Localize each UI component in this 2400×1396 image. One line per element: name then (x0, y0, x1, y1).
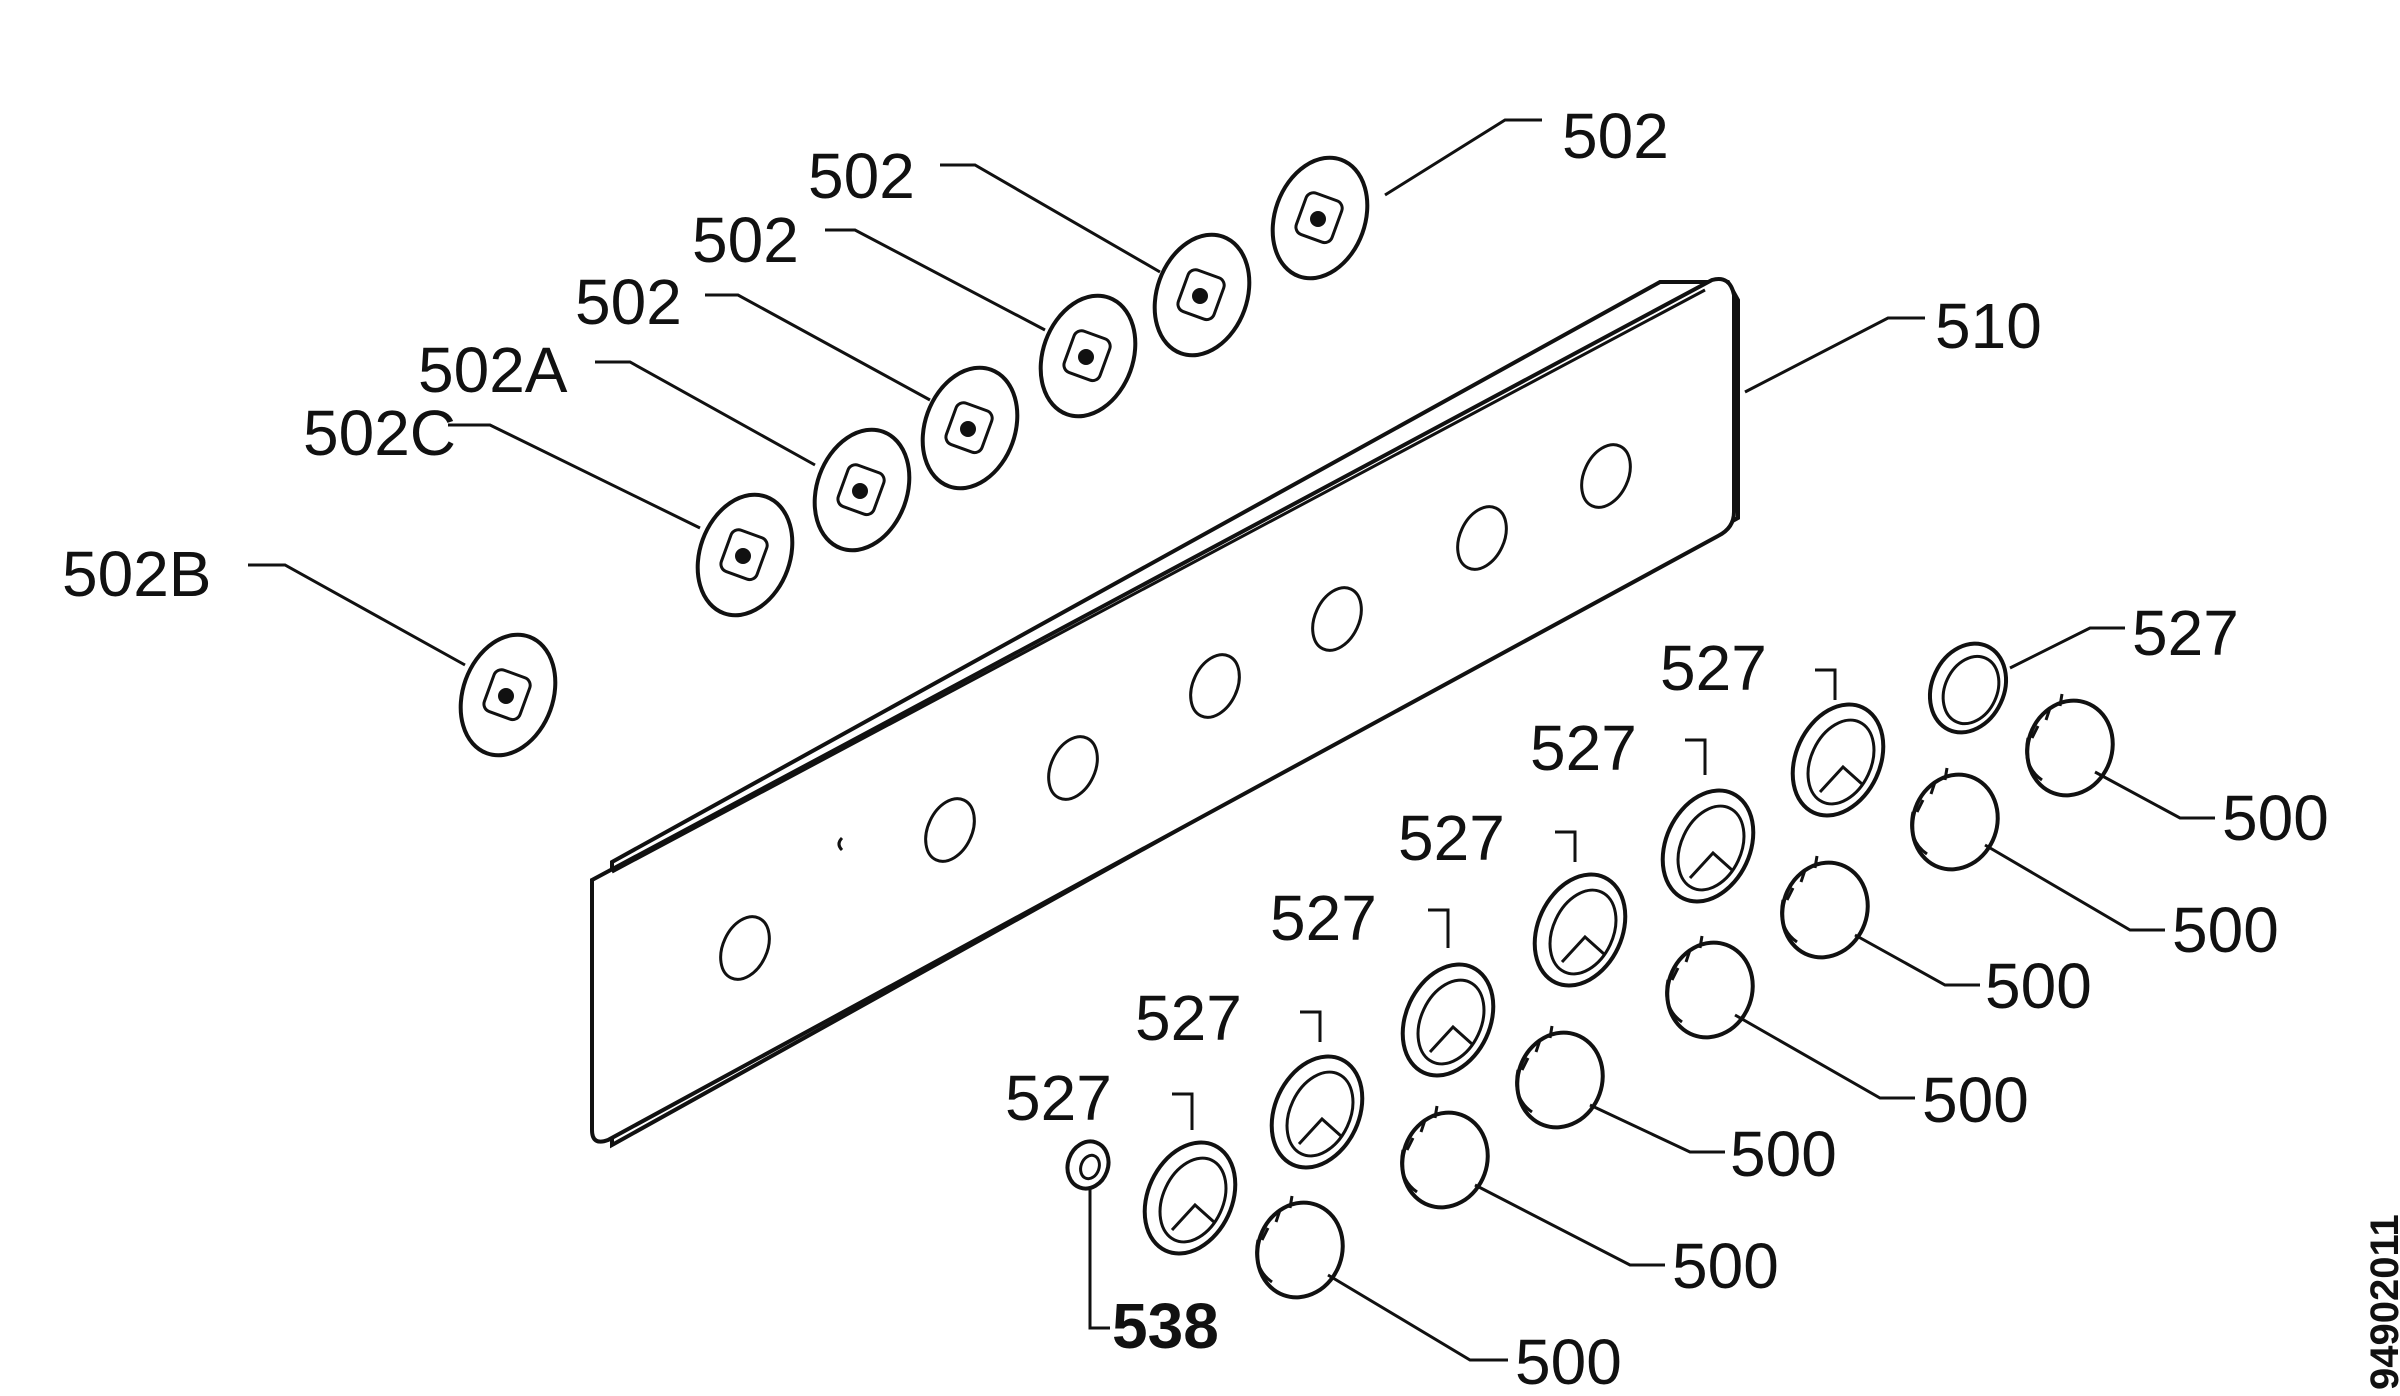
ring-527-6 (1790, 702, 1886, 818)
label-502C: 502C (303, 397, 456, 469)
part-labels: 502 502 502 502 502A 502C 502B 510 527 5… (62, 100, 2329, 1396)
ring-527-3 (1400, 962, 1496, 1078)
ring-527-7 (1928, 641, 2008, 735)
label-500-7: 500 (1515, 1326, 1622, 1396)
label-500-4: 500 (1922, 1064, 2029, 1136)
knob-500-5 (1780, 855, 1870, 960)
label-500-1: 500 (2222, 782, 2329, 854)
disc-502B (458, 632, 558, 758)
knob-500-3 (1515, 1025, 1605, 1130)
ring-527-4 (1532, 872, 1628, 988)
label-527-5: 527 (1530, 712, 1637, 784)
leader-lines (248, 118, 2215, 1362)
label-502-3: 502 (692, 204, 799, 276)
knob-500-1 (1255, 1195, 1345, 1300)
label-500-6: 500 (1672, 1230, 1779, 1302)
disc-502-3 (1152, 232, 1252, 358)
control-knobs-500 (1255, 693, 2115, 1300)
disc-502A (812, 427, 912, 553)
disc-502-4 (1270, 155, 1370, 281)
knob-500-6 (1910, 767, 2000, 872)
label-500-2: 500 (2172, 894, 2279, 966)
knob-500-7 (2025, 693, 2115, 798)
knob-500-2 (1400, 1105, 1490, 1210)
knob-500-4 (1665, 935, 1755, 1040)
label-502-2: 502 (808, 140, 915, 212)
panel-holes (719, 443, 1632, 981)
label-502-top: 502 (1562, 100, 1669, 172)
label-527-3: 527 (1270, 882, 1377, 954)
label-502B: 502B (62, 538, 211, 610)
control-panel-510 (590, 277, 1740, 1149)
label-527-2: 527 (1135, 982, 1242, 1054)
label-527-6: 527 (1660, 632, 1767, 704)
label-527-4: 527 (1398, 802, 1505, 874)
bush-538 (1065, 1139, 1111, 1191)
ring-527-2 (1269, 1054, 1365, 1170)
knob-rings-527 (1142, 641, 2008, 1256)
document-id: 94902011 (2363, 1214, 2400, 1390)
escutcheon-discs (458, 155, 1370, 758)
disc-502-1 (920, 365, 1020, 491)
ring-527-1 (1142, 1140, 1238, 1256)
label-527-1: 527 (1005, 1062, 1112, 1134)
disc-502-2 (1038, 293, 1138, 419)
label-500-5: 500 (1730, 1118, 1837, 1190)
label-527-top: 527 (2132, 597, 2239, 669)
label-502-4: 502 (575, 266, 682, 338)
label-510: 510 (1935, 290, 2042, 362)
label-500-3: 500 (1985, 950, 2092, 1022)
label-502A: 502A (418, 334, 568, 406)
label-538: 538 (1112, 1290, 1219, 1362)
disc-502C (695, 492, 795, 618)
ring-527-5 (1660, 788, 1756, 904)
